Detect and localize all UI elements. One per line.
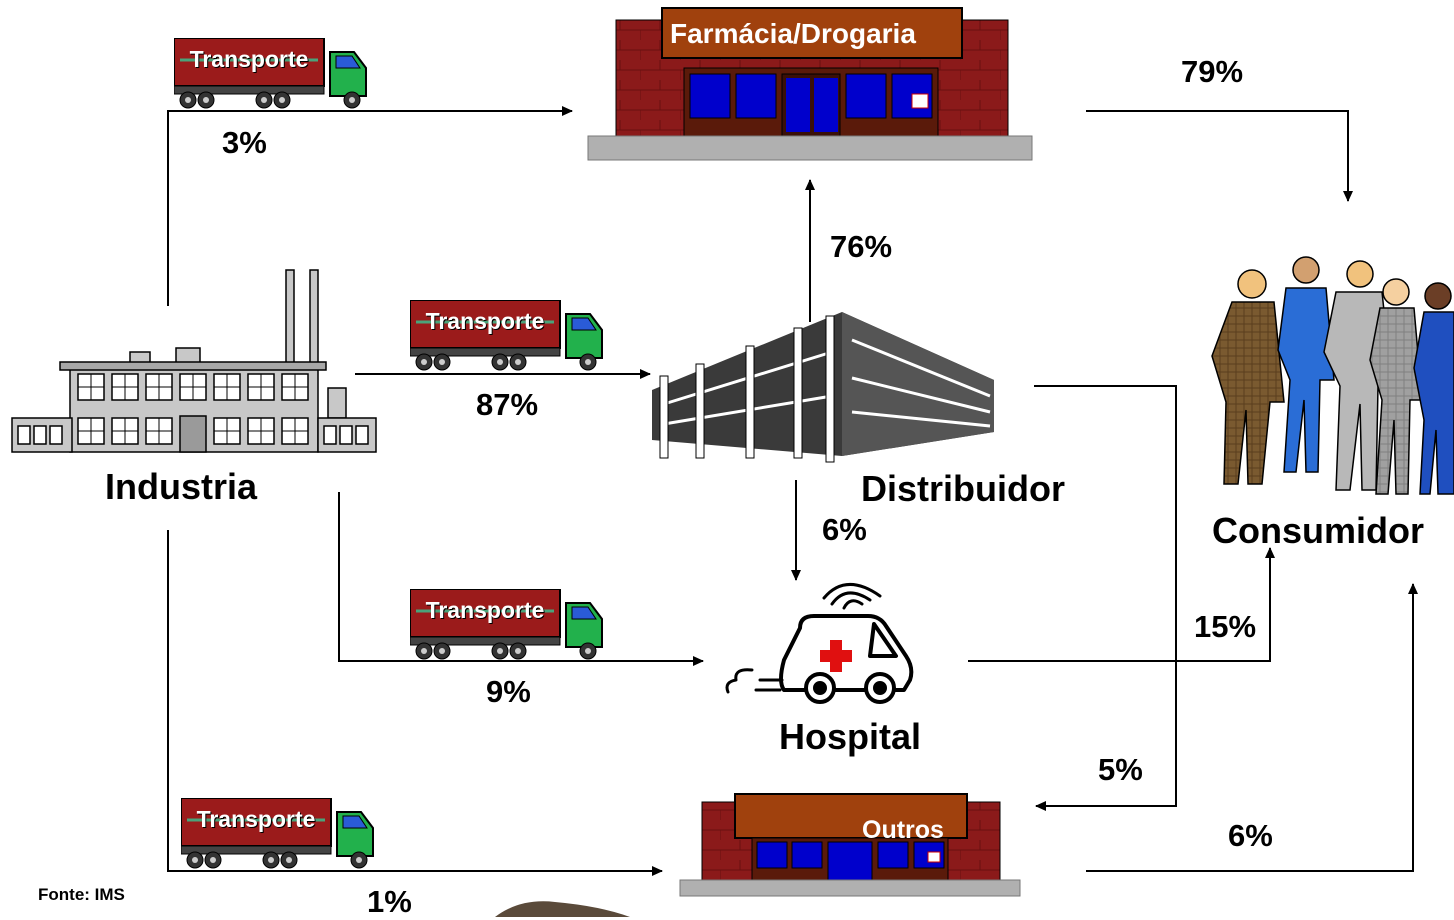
outros-sign-label: Outros bbox=[862, 816, 944, 844]
line-farmacia-consumidor bbox=[1086, 110, 1353, 202]
farmacia-sign-label: Farmácia/Drogaria bbox=[670, 18, 916, 49]
person-5 bbox=[1413, 282, 1454, 495]
distributor-building bbox=[652, 312, 994, 463]
flow-pct-outros-consumidor: 6% bbox=[1228, 818, 1273, 853]
factory-building bbox=[11, 269, 377, 453]
truck-industria-distribuidor: Transporte bbox=[408, 298, 606, 377]
people-group-icon bbox=[1211, 256, 1454, 495]
flow-pct-industria-hospital: 9% bbox=[486, 674, 531, 709]
flow-pct-distribuidor-farmacia: 76% bbox=[830, 229, 893, 264]
truck-label: Transporte bbox=[189, 46, 309, 72]
truck-industria-farmacia: Transporte bbox=[172, 36, 370, 115]
flow-pct-farmacia-consumidor: 79% bbox=[1181, 54, 1244, 89]
flow-pct-distribuidor-hospital: 6% bbox=[822, 512, 867, 547]
truck-label: Transporte bbox=[196, 806, 316, 832]
farmacia-building bbox=[587, 7, 1033, 161]
truck-industria-hospital: Transporte bbox=[408, 587, 606, 666]
flow-pct-industria-distribuidor: 87% bbox=[476, 387, 539, 422]
person-1 bbox=[1211, 269, 1285, 485]
truck-label: Transporte bbox=[425, 597, 545, 623]
line-industria-hospital bbox=[338, 492, 704, 666]
line-outros-consumidor bbox=[1086, 583, 1418, 872]
line-industria-outros bbox=[167, 530, 663, 876]
node-label-industria: Industria bbox=[105, 466, 258, 507]
source-note: Fonte: IMS bbox=[38, 885, 125, 904]
ambulance-icon bbox=[725, 583, 914, 704]
truck-industria-outros: Transporte bbox=[179, 796, 377, 875]
flow-pct-hospital-consumidor: 15% bbox=[1194, 609, 1257, 644]
person-2 bbox=[1277, 256, 1335, 473]
line-hospital-consumidor bbox=[968, 547, 1275, 662]
node-label-hospital: Hospital bbox=[779, 716, 922, 757]
outros-building bbox=[679, 793, 1021, 897]
flow-pct-industria-farmacia: 3% bbox=[222, 125, 267, 160]
flow-pct-distribuidor-outros: 5% bbox=[1098, 752, 1143, 787]
flow-pct-industria-outros: 1% bbox=[367, 884, 412, 919]
line-industria-farmacia bbox=[167, 106, 573, 306]
truck-label: Transporte bbox=[425, 308, 545, 334]
node-label-consumidor: Consumidor bbox=[1212, 510, 1424, 551]
node-label-distribuidor: Distribuidor bbox=[861, 468, 1065, 509]
flow-lines bbox=[167, 106, 1418, 876]
person-4 bbox=[1369, 278, 1423, 495]
decorative-fragment bbox=[495, 901, 630, 917]
line-distribuidor-outros bbox=[1034, 385, 1177, 811]
